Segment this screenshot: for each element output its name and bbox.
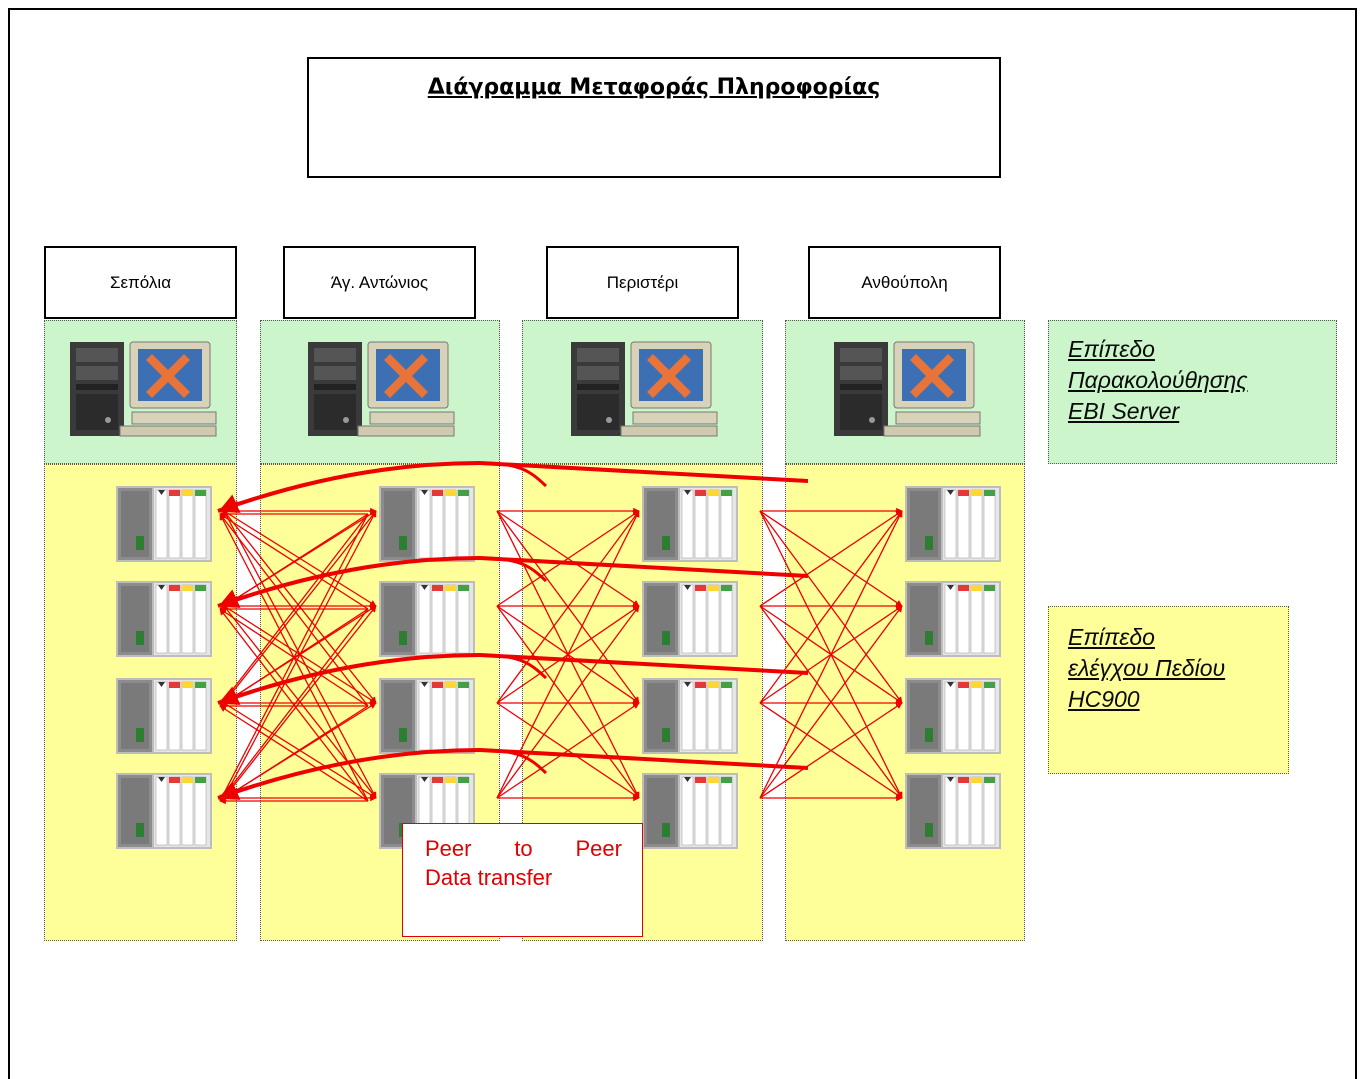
legend-monitoring-line2: Παρακολούθησης <box>1068 367 1248 393</box>
server-icon-ag-antonios <box>306 340 456 445</box>
p2p-word-peer1: Peer <box>425 836 472 861</box>
backbone-to-sepolia-4 <box>217 748 481 800</box>
thin-link-0-1-3-1 <box>223 605 377 799</box>
server-icon-sepolia <box>68 340 218 445</box>
backbone-to-sepolia-2 <box>217 556 481 608</box>
controller-icon-sepolia-4 <box>116 773 212 854</box>
thin-link-1-2-3-1 <box>496 605 640 799</box>
thin-link-0-1-2-0 <box>223 510 377 704</box>
thin-link-back-0-1-3-2 <box>219 705 369 802</box>
diagram-frame <box>8 8 1357 1079</box>
backbone-branch-4 <box>479 748 548 775</box>
p2p-word-to: to <box>514 836 533 861</box>
legend-monitoring-line1: Επίπεδο <box>1068 336 1155 362</box>
backbone-to-sepolia-1 <box>217 461 481 513</box>
legend-field-box <box>1048 606 1289 774</box>
controller-icon-anthoupoli-4 <box>905 773 1001 854</box>
p2p-word-peer2: Peer <box>575 836 622 861</box>
diagram-title: Διάγραμμα Μεταφοράς Πληροφορίας <box>427 75 881 100</box>
peer-to-peer-note: Peer to Peer Data transfer <box>402 823 643 937</box>
backbone-main-2 <box>479 556 809 578</box>
controller-icon-sepolia-1 <box>116 486 212 567</box>
thin-link-back-0-1-1-0 <box>219 513 369 610</box>
backbone-main-4 <box>479 748 809 770</box>
controller-icon-peristeri-1 <box>642 486 738 567</box>
controller-icon-ag-antonios-2 <box>379 581 475 662</box>
thin-link-1-2-3-2 <box>496 702 640 799</box>
controller-icon-anthoupoli-2 <box>905 581 1001 662</box>
controller-icon-anthoupoli-1 <box>905 486 1001 567</box>
controller-icon-peristeri-4 <box>642 773 738 854</box>
server-icon-peristeri <box>569 340 719 445</box>
legend-field-line3: HC900 <box>1068 686 1140 712</box>
thin-link-2-3-3-0 <box>759 510 903 799</box>
backbone-branch-1 <box>479 461 548 488</box>
legend-monitoring-box <box>1048 320 1337 464</box>
backbone-head-3 <box>218 686 241 705</box>
thin-link-2-3-3-2 <box>759 702 903 799</box>
backbone-main-3 <box>479 653 809 675</box>
controller-icon-sepolia-3 <box>116 678 212 759</box>
site-label-anthoupoli: Ανθούπολη <box>808 246 1001 319</box>
server-icon-anthoupoli <box>832 340 982 445</box>
controller-icon-ag-antonios-1 <box>379 486 475 567</box>
title-box: Διάγραμμα Μεταφοράς Πληροφορίας <box>307 57 1001 178</box>
controller-icon-ag-antonios-4 <box>379 773 475 854</box>
thin-link-1-2-1-0 <box>496 510 640 607</box>
legend-field-line1: Επίπεδο <box>1068 624 1155 650</box>
backbone-head-4 <box>218 781 241 800</box>
site-label-sepolia: Σεπόλια <box>44 246 237 319</box>
p2p-line1: Peer to Peer <box>425 834 622 863</box>
thin-link-back-0-1-3-1 <box>219 608 369 802</box>
legend-monitoring-label: Επίπεδο Παρακολούθησης EBI Server <box>1068 334 1248 427</box>
thin-link-1-2-3-0 <box>496 510 640 799</box>
thin-link-2-3-1-0 <box>759 510 903 607</box>
backbone-head-2 <box>218 589 241 608</box>
backbone-head-1 <box>218 494 241 513</box>
controller-icon-peristeri-3 <box>642 678 738 759</box>
site-label-ag-antonios: Άγ. Αντώνιος <box>283 246 476 319</box>
controller-icon-peristeri-2 <box>642 581 738 662</box>
controller-icon-sepolia-2 <box>116 581 212 662</box>
legend-monitoring-line3: EBI Server <box>1068 398 1180 424</box>
thin-link-back-0-1-3-0 <box>219 513 369 802</box>
thin-link-1-2-2-0 <box>496 510 640 704</box>
p2p-line2: Data transfer <box>425 865 553 890</box>
thin-link-back-0-1-2-0 <box>219 513 369 707</box>
backbone-to-sepolia-3 <box>217 653 481 705</box>
backbone-branch-3 <box>479 653 548 680</box>
controller-icon-ag-antonios-3 <box>379 678 475 759</box>
backbone-main-1 <box>479 461 809 483</box>
site-label-peristeri: Περιστέρι <box>546 246 739 319</box>
thin-link-0-1-3-0 <box>223 510 377 799</box>
controller-icon-anthoupoli-3 <box>905 678 1001 759</box>
legend-field-label: Επίπεδο ελέγχου Πεδίου HC900 <box>1068 622 1225 715</box>
legend-field-line2: ελέγχου Πεδίου <box>1068 655 1226 681</box>
backbone-branch-2 <box>479 556 548 583</box>
